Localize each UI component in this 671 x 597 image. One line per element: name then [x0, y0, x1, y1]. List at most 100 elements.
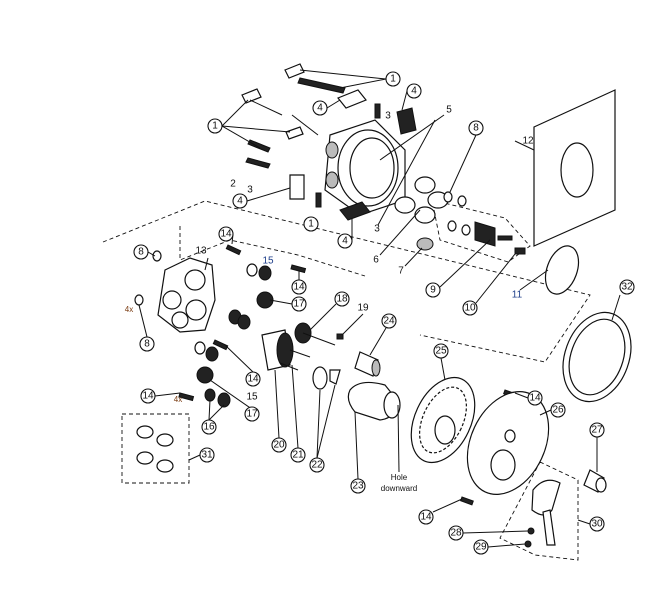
svg-text:14: 14 — [420, 512, 432, 523]
svg-text:29: 29 — [475, 542, 487, 553]
label-15b: 15 — [246, 392, 258, 403]
cartridge-20 — [261, 329, 294, 371]
callout-28: 28 — [448, 525, 464, 541]
label-3b: 3 — [247, 185, 253, 196]
svg-text:31: 31 — [201, 450, 213, 461]
svg-text:1: 1 — [390, 74, 396, 85]
lever-handle-30 — [531, 479, 561, 546]
seat-parts — [194, 263, 274, 408]
o-ring-8b — [134, 294, 144, 306]
svg-text:9: 9 — [430, 285, 436, 296]
svg-text:18: 18 — [336, 294, 348, 305]
svg-text:16: 16 — [203, 422, 215, 433]
svg-text:14: 14 — [293, 282, 305, 293]
svg-text:17: 17 — [246, 409, 258, 420]
valve-body-5 — [324, 119, 406, 216]
callout-8b: 8 — [133, 244, 149, 260]
wall-plate-12 — [533, 89, 616, 247]
callout-14a: 14 — [218, 226, 234, 242]
assembly-boundary — [102, 200, 591, 363]
screw-19 — [336, 333, 344, 340]
callout-4b: 4 — [406, 83, 422, 99]
svg-text:26: 26 — [552, 405, 564, 416]
callout-24: 24 — [381, 313, 397, 329]
svg-text:1: 1 — [212, 121, 218, 132]
svg-text:22: 22 — [311, 460, 323, 471]
kit-31-box — [121, 413, 190, 484]
anchor-plates-1 — [241, 63, 346, 169]
callout-8a: 8 — [468, 120, 484, 136]
label-3c: 3 — [374, 224, 380, 235]
stop-kit-31 — [136, 425, 174, 473]
callout-9: 9 — [425, 282, 441, 298]
svg-text:8: 8 — [138, 247, 144, 258]
svg-text:21: 21 — [292, 450, 304, 461]
callout-10: 10 — [462, 300, 478, 316]
callout-1a: 1 — [385, 71, 401, 87]
callout-27: 27 — [589, 422, 605, 438]
callout-4a: 4 — [312, 100, 328, 116]
callout-26: 26 — [550, 402, 566, 418]
label-6: 6 — [373, 255, 379, 266]
extension-sleeve-24 — [354, 351, 381, 377]
svg-text:27: 27 — [591, 425, 603, 436]
callout-1c: 1 — [303, 216, 319, 232]
screws-21 — [279, 349, 311, 371]
svg-text:8: 8 — [144, 339, 150, 350]
callout-8c: 8 — [139, 336, 155, 352]
svg-text:10: 10 — [464, 303, 476, 314]
label-15a: 15 — [262, 256, 274, 267]
part-10 — [514, 247, 526, 255]
svg-text:24: 24 — [383, 316, 395, 327]
valve-body-13 — [157, 257, 216, 333]
handle-boundary — [499, 461, 579, 561]
spindle-18 — [294, 322, 336, 346]
quantity-note-a: 4x — [125, 305, 133, 314]
o-ring-8a — [152, 250, 162, 262]
callout-14c: 14 — [245, 371, 261, 387]
screw-3a — [374, 103, 381, 119]
callout-21: 21 — [290, 447, 306, 463]
screws-14 — [178, 244, 517, 506]
callout-16: 16 — [201, 419, 217, 435]
callout-22: 22 — [309, 457, 325, 473]
label-2: 2 — [230, 179, 236, 190]
adapter-22 — [312, 366, 341, 390]
callout-31: 31 — [199, 447, 215, 463]
svg-text:20: 20 — [273, 440, 285, 451]
callout-25: 25 — [433, 343, 449, 359]
svg-text:8: 8 — [473, 123, 479, 134]
label-12: 12 — [522, 136, 534, 147]
mounting-ring-11 — [544, 245, 580, 295]
cap-29 — [524, 540, 532, 548]
svg-text:4: 4 — [317, 103, 323, 114]
diverter-block-9 — [474, 221, 513, 247]
svg-text:17: 17 — [293, 299, 305, 310]
svg-text:4: 4 — [411, 86, 417, 97]
svg-text:23: 23 — [352, 481, 364, 492]
svg-text:4: 4 — [237, 196, 243, 207]
label-7: 7 — [398, 266, 404, 277]
label-19: 19 — [357, 303, 369, 314]
hole-note-line2: downward — [381, 484, 417, 493]
svg-text:4: 4 — [342, 236, 348, 247]
callout-17b: 17 — [244, 406, 260, 422]
o-rings-8 — [443, 191, 471, 236]
svg-text:28: 28 — [450, 528, 462, 539]
callout-14f: 14 — [418, 509, 434, 525]
quantity-note-b: 4x — [174, 395, 182, 404]
callout-1b: 1 — [207, 118, 223, 134]
callout-4c: 4 — [232, 193, 248, 209]
svg-text:32: 32 — [621, 282, 633, 293]
callout-17a: 17 — [291, 296, 307, 312]
callout-32: 32 — [619, 279, 635, 295]
svg-text:14: 14 — [142, 391, 154, 402]
svg-text:30: 30 — [591, 519, 603, 530]
callout-14e: 14 — [527, 390, 543, 406]
label-11: 11 — [512, 290, 523, 301]
svg-text:1: 1 — [308, 219, 314, 230]
svg-text:25: 25 — [435, 346, 447, 357]
callout-4d: 4 — [337, 233, 353, 249]
